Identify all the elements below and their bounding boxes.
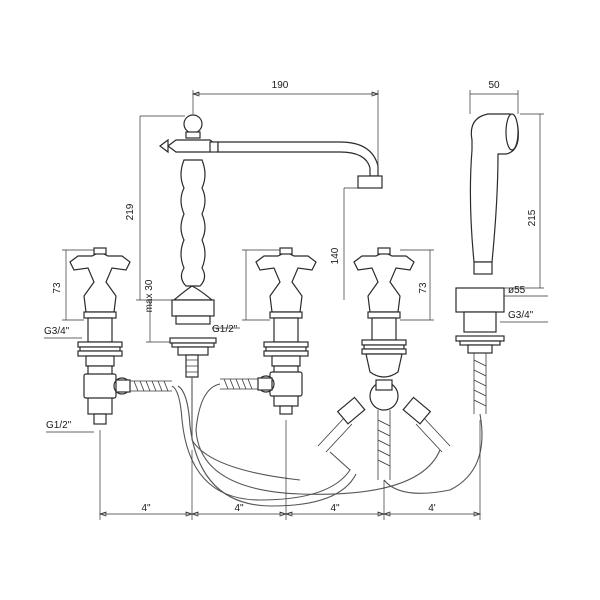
left-valve [69,247,172,425]
dim-handle-height-left: 73 [52,282,63,294]
dim-outlet-thread-left: G1/2" [46,420,72,431]
dim-handshower-width: 50 [488,80,500,91]
dim-spacing-4: 4' [428,503,436,514]
dim-handle-height-right: 73 [418,282,429,294]
dim-spout-outlet: 140 [330,247,341,264]
dim-spout-thread: G1/2" [212,324,238,335]
dimension-lines [44,90,548,520]
dim-deck-thickness: max 30 [144,279,155,312]
dim-thread-left: G3/4" [44,326,70,337]
dim-spout-reach: 190 [272,80,289,91]
hand-shower [455,113,519,414]
middle-valve [220,247,317,415]
dim-spout-height: 219 [125,203,136,220]
dim-handshower-diameter: ø55 [508,285,526,296]
diverter-valve [317,247,451,480]
dim-handshower-thread: G3/4" [508,310,534,321]
dim-spacing-3: 4" [330,503,340,514]
dim-spacing-2: 4" [234,503,244,514]
dim-spacing-1: 4" [141,503,151,514]
spout [159,114,383,378]
hoses [171,377,483,507]
dim-handshower-length: 215 [527,209,538,226]
